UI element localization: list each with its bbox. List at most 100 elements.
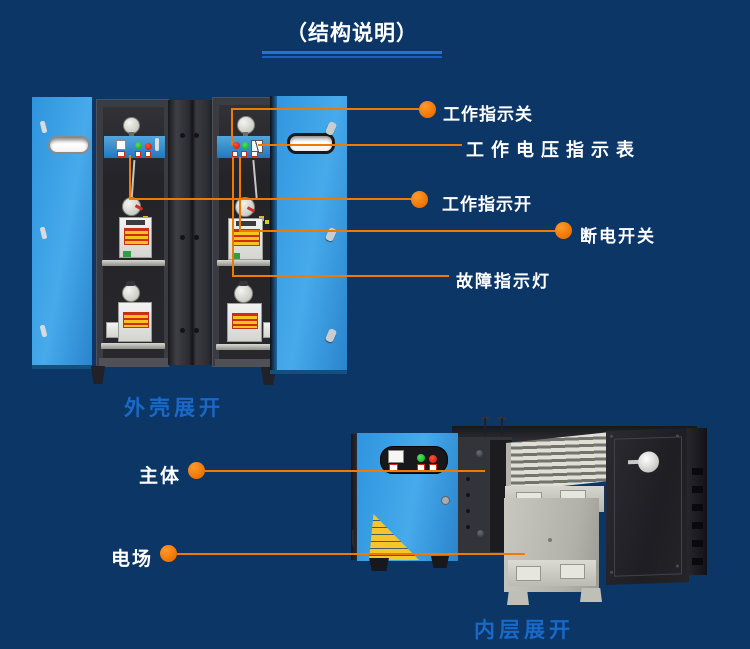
- divider-bolt-1: [180, 133, 185, 138]
- control-box-green-button: [417, 454, 425, 462]
- control-box-foot-right: [431, 556, 449, 568]
- title-underline-top: [262, 51, 442, 54]
- unit-housing-hole-2: [466, 493, 470, 497]
- divider-bolt-4: [194, 235, 199, 240]
- cabinet1-door-handle-slot: [48, 136, 90, 154]
- unit-housing-panel: [452, 437, 512, 555]
- title-underline-bottom: [262, 56, 442, 58]
- control-box-foot-left: [369, 558, 389, 571]
- cabinet1-transformer-upper-warning-label: [124, 228, 149, 245]
- cabinet1-lower-gauge-cap: [126, 281, 135, 286]
- leader-line-voltage-meter: [258, 144, 462, 146]
- cabinet1-green-indicator: [135, 142, 142, 149]
- cabinet1-door: [32, 97, 92, 369]
- cabinet1-door-hinge-middle: [39, 226, 48, 240]
- cabinet2-strip-minitag-1: [232, 151, 238, 157]
- control-box: [357, 433, 458, 561]
- leader-line-power-cutoff-switch-v: [239, 157, 241, 231]
- cabinet1-control-strip: [104, 136, 165, 158]
- control-box-lock: [441, 496, 450, 505]
- cabinet1-breaker-box: [106, 322, 119, 338]
- cabinet1-top-bell-stand: [129, 132, 134, 138]
- inner-door: [606, 428, 689, 585]
- cabinet1-strip-minitag-1: [117, 151, 125, 157]
- cabinet1-transformer-lower-warning-label: [123, 312, 149, 328]
- field-module-bottom-flange: [508, 560, 596, 586]
- field-module-plate-stack: [506, 432, 609, 492]
- field-module-body: [504, 498, 599, 592]
- cabinet2-yellow-clamp-2: [265, 220, 269, 224]
- control-box-side-edge: [351, 434, 362, 560]
- cabinet1-body: [96, 99, 169, 367]
- cabinet1-door-hinge-bottom: [39, 324, 48, 338]
- cabinet1-base: [99, 358, 168, 366]
- cabinet2-door-edge-shadow: [270, 96, 277, 370]
- cabinet2-door-latch-top: [324, 120, 338, 137]
- leader-line-electric-field: [177, 553, 525, 555]
- cabinet2-green-indicator: [242, 142, 249, 149]
- cabinet2-transformer-upper-terminal: [236, 221, 256, 226]
- page-title: （结构说明）: [286, 21, 418, 45]
- inner-door-screw-1: [610, 434, 613, 438]
- photo-inner-expanded: [340, 415, 710, 615]
- cabinet2-transformer-lower-warning-label: [232, 313, 258, 329]
- cabinet1-red-indicator: [145, 143, 152, 150]
- caption-shell-expanded: 外壳展开: [124, 396, 224, 420]
- photo-shell-expanded: [30, 95, 350, 387]
- divider-bolt-5: [180, 328, 185, 333]
- cabinet2-transformer-lower: [227, 303, 262, 342]
- cabinet2-shelf-lower: [216, 344, 278, 350]
- cabinet2-base: [215, 359, 281, 367]
- callout-dot-electric-field: [160, 545, 177, 562]
- cabinet1-lower-gauge: [122, 284, 140, 302]
- unit-housing-bolt-bottom: [477, 530, 484, 537]
- callout-label-electric-field: 电场: [111, 548, 154, 570]
- cabinet2-transformer-upper-connector: [232, 253, 240, 259]
- right-panel-vent-1: [692, 468, 703, 475]
- field-module-foot-left: [507, 591, 529, 605]
- unit-pin-1: [484, 418, 486, 436]
- cabinet2-lower-gauge-cap: [239, 281, 248, 286]
- cabinet2-door-latch-bottom: [324, 327, 338, 344]
- cabinet2-door-handle-slot: [287, 133, 335, 154]
- cabinet2-shelf-upper: [217, 260, 279, 266]
- inner-door-screw-3: [610, 570, 613, 574]
- cabinet1-transformer-upper: [119, 217, 152, 258]
- unit-housing-hole-3: [466, 509, 470, 513]
- callout-label-power-cutoff-switch: 断电开关: [580, 227, 656, 247]
- leader-line-work-indicator-on-v: [129, 155, 131, 199]
- control-box-panel: [380, 446, 448, 474]
- field-module-flange-block-left: [516, 566, 541, 581]
- unit-housing-hole-1: [466, 477, 470, 481]
- right-panel-vent-5: [692, 540, 703, 547]
- field-module-flange-block-right: [560, 564, 585, 579]
- leader-line-work-indicator-off-v: [231, 108, 233, 145]
- right-panel-vent-2: [692, 486, 703, 493]
- cabinet1-transformer-upper-terminal: [126, 220, 145, 225]
- unit-housing-bolt-top: [476, 450, 483, 457]
- control-box-cable: [352, 530, 362, 550]
- cabinet1-shelf-upper: [102, 260, 165, 266]
- leader-line-work-indicator-off-h: [231, 108, 419, 110]
- cabinet1-strip-minitag-3: [145, 151, 151, 157]
- cabinet2-door: [270, 96, 347, 374]
- divider-bolt-2: [194, 133, 199, 138]
- callout-label-main-body: 主体: [139, 465, 182, 487]
- field-module-center-bolt: [548, 538, 552, 542]
- control-box-red-button: [429, 455, 437, 463]
- unit-housing-hole-4: [466, 525, 470, 529]
- cabinet1-strip-lever: [155, 138, 159, 151]
- divider-bolt-6: [194, 328, 199, 333]
- cabinet1-leg: [91, 366, 105, 384]
- callout-label-work-indicator-off: 工作指示关: [443, 105, 533, 125]
- leader-line-work-indicator-on-h: [129, 198, 412, 200]
- control-box-meter: [388, 450, 404, 463]
- right-panel-vent-6: [692, 558, 703, 565]
- caption-inner-expanded: 内层展开: [474, 618, 574, 642]
- callout-label-fault-indicator: 故障指示灯: [456, 272, 551, 292]
- field-module-foot-right: [580, 588, 602, 602]
- right-side-panel: [687, 428, 707, 575]
- cabinet2-strip-minitag-3: [251, 151, 258, 157]
- callout-dot-main-body: [188, 462, 205, 479]
- cabinet2-red-indicator: [233, 142, 240, 149]
